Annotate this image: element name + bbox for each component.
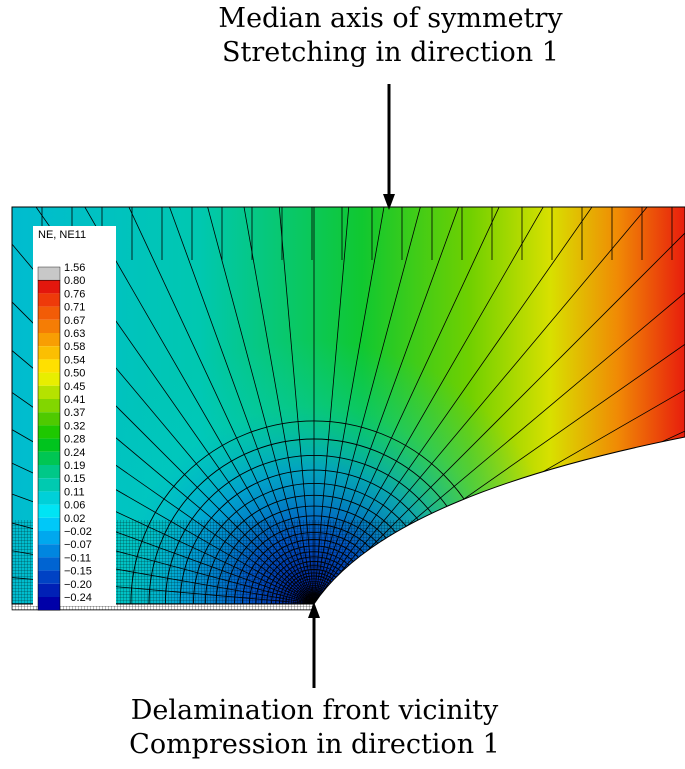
legend-label: 0.45 — [64, 381, 85, 393]
legend-swatch — [38, 478, 60, 492]
bottom-caption-line2: Compression in direction 1 — [129, 729, 500, 760]
mesh-radial — [12, 207, 315, 604]
legend-label: 0.71 — [64, 302, 85, 314]
legend-swatch — [38, 438, 60, 452]
mesh-radial — [12, 207, 315, 604]
legend-label: 0.50 — [64, 368, 85, 380]
top-caption-line1: Median axis of symmetry — [218, 3, 563, 34]
legend-label: 0.06 — [64, 500, 85, 512]
legend-swatch — [38, 491, 60, 505]
color-legend: NE, NE11 1.560.800.760.710.670.630.580.5… — [33, 226, 116, 611]
mesh-radial — [12, 207, 315, 604]
top-caption: Median axis of symmetry Stretching in di… — [48, 2, 685, 70]
mesh-radial — [313, 207, 685, 604]
legend-label: −0.15 — [64, 566, 92, 578]
legend-label: 0.11 — [64, 486, 85, 498]
mesh-radial — [12, 207, 315, 604]
mesh-radial — [12, 207, 315, 604]
legend-label: −0.11 — [64, 552, 91, 564]
legend-title: NE, NE11 — [38, 229, 86, 241]
mesh-radial — [313, 207, 685, 604]
legend-swatch — [38, 517, 60, 531]
legend-label: 0.58 — [64, 341, 85, 353]
legend-label: 0.37 — [64, 407, 85, 419]
mesh-radial — [313, 207, 685, 604]
legend-swatch — [38, 451, 60, 465]
mesh-radial — [12, 207, 315, 604]
legend-label: 0.19 — [64, 460, 85, 472]
bottom-arrow — [308, 602, 320, 688]
legend-label: 0.02 — [64, 513, 85, 525]
legend-label: 0.32 — [64, 420, 85, 432]
mesh-radial — [12, 344, 315, 604]
top-arrow — [383, 84, 395, 210]
legend-label: 0.15 — [64, 473, 85, 485]
legend-swatch — [38, 372, 60, 386]
legend-swatch — [38, 346, 60, 360]
mesh-radial — [12, 261, 315, 604]
legend-swatch — [38, 425, 60, 439]
mesh-radial — [12, 207, 315, 604]
legend-swatch — [38, 597, 60, 611]
bottom-caption-line1: Delamination front vicinity — [130, 695, 499, 726]
mesh-radial — [313, 207, 488, 604]
mesh-radial — [12, 207, 315, 604]
bottom-caption: Delamination front vicinity Compression … — [0, 694, 657, 762]
legend-label: 0.67 — [64, 315, 85, 327]
mesh-radial — [226, 207, 315, 604]
legend-swatch — [38, 504, 60, 518]
legend-swatch — [38, 570, 60, 584]
legend-swatch — [38, 399, 60, 413]
legend-swatch — [38, 544, 60, 558]
legend-label: 0.80 — [64, 275, 85, 287]
mesh-radial — [313, 207, 685, 604]
legend-label: −0.20 — [64, 579, 92, 591]
legend-swatch — [38, 293, 60, 307]
legend-label: 0.24 — [64, 447, 85, 459]
legend-swatch — [38, 333, 60, 347]
legend-swatch — [38, 306, 60, 320]
mesh-radial — [313, 207, 574, 604]
mesh-radial — [313, 207, 402, 604]
mesh-radial — [313, 207, 657, 604]
legend-label: 1.56 — [64, 262, 85, 274]
legend-label: 0.76 — [64, 288, 85, 300]
legend-swatch — [38, 280, 60, 294]
legend-label: −0.07 — [64, 539, 92, 551]
mesh-radial — [313, 207, 685, 604]
legend-label: 0.28 — [64, 434, 85, 446]
legend-swatch — [38, 557, 60, 571]
legend-swatches: 1.560.800.76 0.710.670.630.580.54 0.500.45… — [37, 262, 92, 611]
legend-swatch — [38, 385, 60, 399]
legend-label: 0.63 — [64, 328, 85, 340]
legend-swatch — [38, 412, 60, 426]
legend-label: 0.54 — [64, 354, 85, 366]
legend-swatch — [38, 359, 60, 373]
mesh-radial — [12, 430, 315, 604]
legend-swatch — [38, 465, 60, 479]
plate-outline — [11, 206, 685, 605]
legend-swatch — [38, 319, 60, 333]
legend-swatch — [37, 266, 61, 281]
legend-label: −0.02 — [64, 526, 92, 538]
top-caption-line2: Stretching in direction 1 — [222, 37, 559, 68]
mesh-radial — [54, 207, 315, 604]
legend-frame — [37, 279, 61, 611]
legend-swatch — [38, 583, 60, 597]
legend-swatch — [38, 531, 60, 545]
mesh-radial — [140, 207, 315, 604]
legend-label: −0.24 — [64, 592, 92, 604]
mesh-radial — [12, 516, 315, 604]
mesh-radial — [12, 207, 315, 604]
mesh-radial — [12, 207, 315, 604]
legend-label: 0.41 — [64, 394, 85, 406]
mesh-radial — [313, 207, 685, 604]
